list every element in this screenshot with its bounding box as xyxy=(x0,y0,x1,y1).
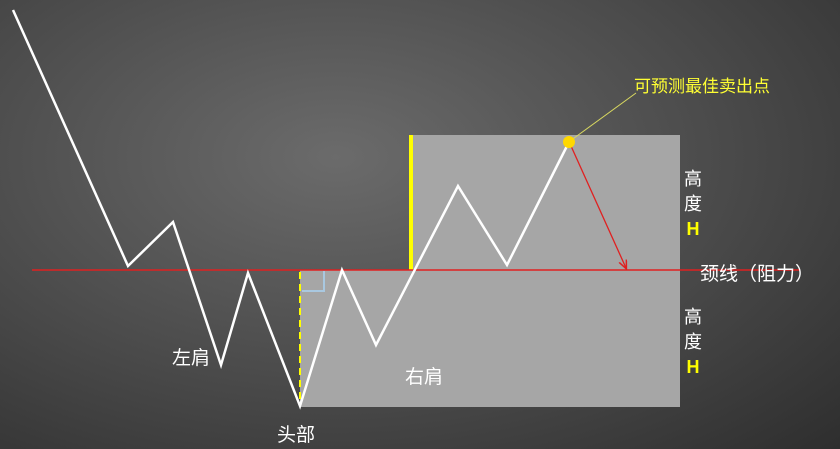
upper-height-box xyxy=(411,135,680,270)
right-angle-marker xyxy=(302,271,325,292)
lower-height-symbol: H xyxy=(686,357,700,377)
callout-leader-line xyxy=(569,92,637,142)
left-shoulder-label: 左肩 xyxy=(172,347,211,369)
head-label: 头部 xyxy=(277,424,316,446)
upper-height-label: 高 度 H xyxy=(682,167,704,242)
upper-height-char-1: 高 xyxy=(684,169,702,190)
upper-height-char-2: 度 xyxy=(684,194,702,215)
lower-height-char-1: 高 xyxy=(684,307,702,328)
right-shoulder-label: 右肩 xyxy=(405,366,444,388)
price-line xyxy=(11,9,571,410)
neckline-label: 颈线（阻力） xyxy=(700,263,815,285)
sell-point-dot xyxy=(563,136,575,148)
sell-point-callout: 可预测最佳卖出点 xyxy=(634,77,770,97)
projection-arrow xyxy=(570,145,626,268)
lower-height-char-2: 度 xyxy=(684,332,702,353)
upper-height-symbol: H xyxy=(686,219,700,239)
lower-height-label: 高 度 H xyxy=(682,305,704,380)
lower-height-box xyxy=(300,270,680,407)
